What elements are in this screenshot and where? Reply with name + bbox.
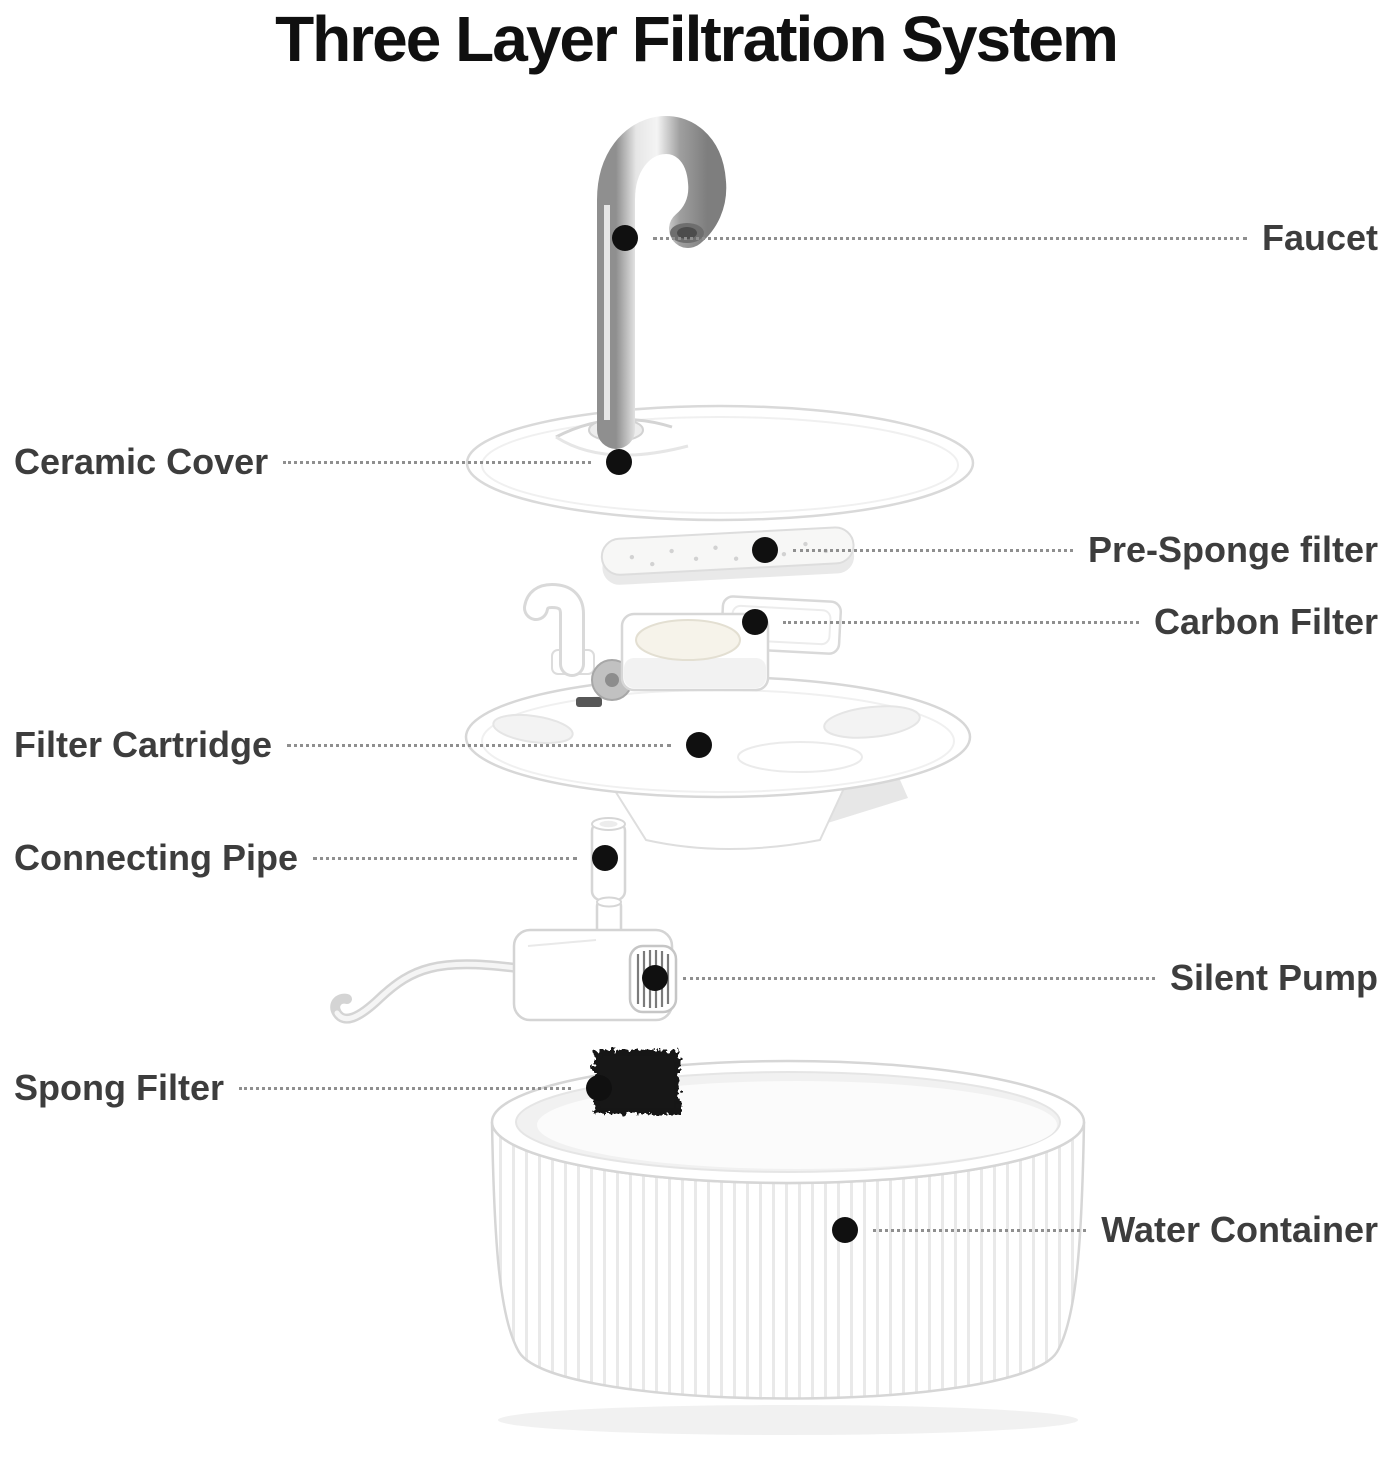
callout-label: Silent Pump xyxy=(1169,957,1378,998)
callout-ceramic-cover: Ceramic Cover xyxy=(14,440,632,484)
callout-dot xyxy=(592,845,618,871)
sponge-filter-illustration xyxy=(594,1050,681,1114)
callout-label: Carbon Filter xyxy=(1153,601,1378,642)
callout-connecting-pipe: Connecting Pipe xyxy=(14,836,618,880)
callout-label: Spong Filter xyxy=(14,1067,224,1108)
callout-label: Filter Cartridge xyxy=(14,724,273,765)
leader-line xyxy=(873,1228,1087,1232)
callout-dot xyxy=(742,609,768,635)
callout-carbon-filter: Carbon Filter xyxy=(742,600,1378,644)
callout-dot xyxy=(586,1075,612,1101)
callout-label: Pre-Sponge filter xyxy=(1087,529,1378,570)
page-title: Three Layer Filtration System xyxy=(275,3,1119,75)
pre-sponge-filter-illustration xyxy=(600,526,855,585)
callout-pre-sponge-filter: Pre-Sponge filter xyxy=(752,528,1378,572)
callout-dot xyxy=(606,449,632,475)
callout-filter-cartridge: Filter Cartridge xyxy=(14,723,712,767)
leader-line xyxy=(683,976,1155,980)
callout-label: Connecting Pipe xyxy=(14,837,299,878)
leader-line xyxy=(783,620,1139,624)
callout-dot xyxy=(612,225,638,251)
callout-label: Faucet xyxy=(1261,217,1378,258)
callout-water-container: Water Container xyxy=(832,1208,1378,1252)
leader-line xyxy=(653,236,1247,240)
callout-faucet: Faucet xyxy=(612,216,1378,260)
callout-dot xyxy=(752,537,778,563)
leader-line xyxy=(239,1086,571,1090)
callout-spong-filter: Spong Filter xyxy=(14,1066,612,1110)
carbon-filter-illustration xyxy=(620,595,843,692)
callout-silent-pump: Silent Pump xyxy=(642,956,1378,1000)
silent-pump-illustration xyxy=(330,896,678,1024)
leader-line xyxy=(313,856,577,860)
leader-line xyxy=(287,743,671,747)
callout-dot xyxy=(642,965,668,991)
leader-line xyxy=(793,548,1073,552)
callout-dot xyxy=(686,732,712,758)
ceramic-cover-illustration xyxy=(465,404,975,522)
callout-label: Water Container xyxy=(1101,1209,1378,1250)
callout-label: Ceramic Cover xyxy=(14,441,269,482)
callout-dot xyxy=(832,1217,858,1243)
leader-line xyxy=(283,460,591,464)
faucet-illustration xyxy=(597,116,727,449)
